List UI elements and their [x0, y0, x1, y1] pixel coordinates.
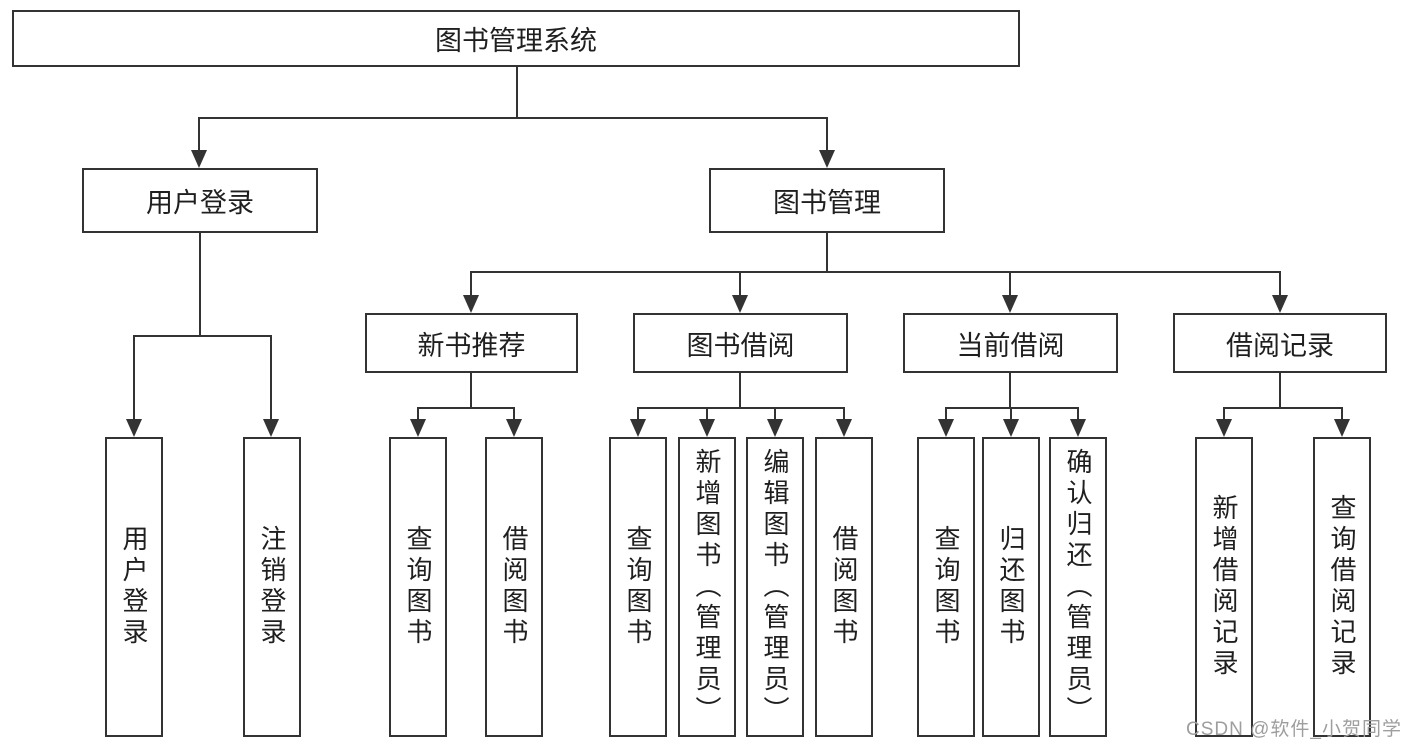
connector-drop-c4	[843, 407, 845, 421]
leaf-borrow-books-borrowing: 借阅图书	[815, 437, 873, 737]
connector-user-login-stem	[199, 233, 201, 337]
leaf-confirm-return-admin: 确认归还（管理员）	[1049, 437, 1107, 737]
leaf-logout: 注销登录	[243, 437, 301, 737]
arrowhead-new-book	[463, 295, 479, 313]
connector-user-login-rail	[133, 335, 272, 337]
arrowhead-current-borrowing	[1002, 295, 1018, 313]
connector-root-stem	[516, 67, 518, 118]
arrowhead-c4	[836, 419, 852, 437]
leaf-return-books: 归还图书	[982, 437, 1040, 737]
connector-book-management-stem	[826, 233, 828, 273]
connector-current-borrowing-stem	[1009, 373, 1011, 409]
arrowhead-e2	[1334, 419, 1350, 437]
connector-borrowing-records-rail	[1223, 407, 1343, 409]
connector-drop-b2	[513, 407, 515, 421]
leaf-edit-books-admin: 编辑图书（管理员）	[746, 437, 804, 737]
node-book-borrowing: 图书借阅	[633, 313, 848, 373]
arrowhead-d1	[938, 419, 954, 437]
arrowhead-borrowing-records	[1272, 295, 1288, 313]
connector-drop-e1	[1223, 407, 1225, 421]
connector-drop-b1	[417, 407, 419, 421]
connector-drop-c1	[637, 407, 639, 421]
arrowhead-e1	[1216, 419, 1232, 437]
connector-drop-borrowing-records	[1279, 271, 1281, 297]
arrowhead-d2	[1003, 419, 1019, 437]
arrowhead-b2	[506, 419, 522, 437]
connector-drop-book-borrowing	[739, 271, 741, 297]
leaf-add-books-admin: 新增图书（管理员）	[678, 437, 736, 737]
connector-drop-d1	[945, 407, 947, 421]
connector-level2-rail	[470, 271, 1281, 273]
connector-drop-c2	[706, 407, 708, 421]
arrowhead-book-management	[819, 150, 835, 168]
connector-drop-leaf-user-login	[133, 335, 135, 421]
connector-new-book-rail	[417, 407, 515, 409]
connector-book-borrowing-stem	[739, 373, 741, 409]
arrowhead-leaf-logout	[263, 419, 279, 437]
connector-drop-d3	[1077, 407, 1079, 421]
connector-drop-current-borrowing	[1009, 271, 1011, 297]
node-borrowing-records: 借阅记录	[1173, 313, 1387, 373]
leaf-borrow-books-recommend: 借阅图书	[485, 437, 543, 737]
leaf-query-books-recommend: 查询图书	[389, 437, 447, 737]
connector-drop-leaf-logout	[270, 335, 272, 421]
arrowhead-c1	[630, 419, 646, 437]
arrowhead-user-login	[191, 150, 207, 168]
connector-borrowing-records-stem	[1279, 373, 1281, 409]
node-new-book-recommendation: 新书推荐	[365, 313, 578, 373]
connector-drop-book-management	[826, 117, 828, 152]
connector-drop-d2	[1010, 407, 1012, 421]
node-current-borrowing: 当前借阅	[903, 313, 1118, 373]
node-user-login: 用户登录	[82, 168, 318, 233]
arrowhead-book-borrowing	[732, 295, 748, 313]
arrowhead-b1	[410, 419, 426, 437]
connector-level1-rail	[198, 117, 828, 119]
connector-current-borrowing-rail	[945, 407, 1079, 409]
connector-new-book-stem	[470, 373, 472, 409]
leaf-query-books-borrowing: 查询图书	[609, 437, 667, 737]
leaf-query-borrow-record: 查询借阅记录	[1313, 437, 1371, 737]
node-book-management: 图书管理	[709, 168, 945, 233]
connector-drop-e2	[1341, 407, 1343, 421]
leaf-query-books-current: 查询图书	[917, 437, 975, 737]
arrowhead-c3	[767, 419, 783, 437]
arrowhead-leaf-user-login	[126, 419, 142, 437]
leaf-add-borrow-record: 新增借阅记录	[1195, 437, 1253, 737]
connector-drop-new-book	[470, 271, 472, 297]
leaf-user-login: 用户登录	[105, 437, 163, 737]
connector-book-borrowing-rail	[637, 407, 845, 409]
connector-drop-user-login	[198, 117, 200, 152]
csdn-watermark: CSDN @软件_小贺同学	[1186, 719, 1402, 740]
connector-drop-c3	[774, 407, 776, 421]
arrowhead-c2	[699, 419, 715, 437]
node-library-management-system: 图书管理系统	[12, 10, 1020, 67]
arrowhead-d3	[1070, 419, 1086, 437]
